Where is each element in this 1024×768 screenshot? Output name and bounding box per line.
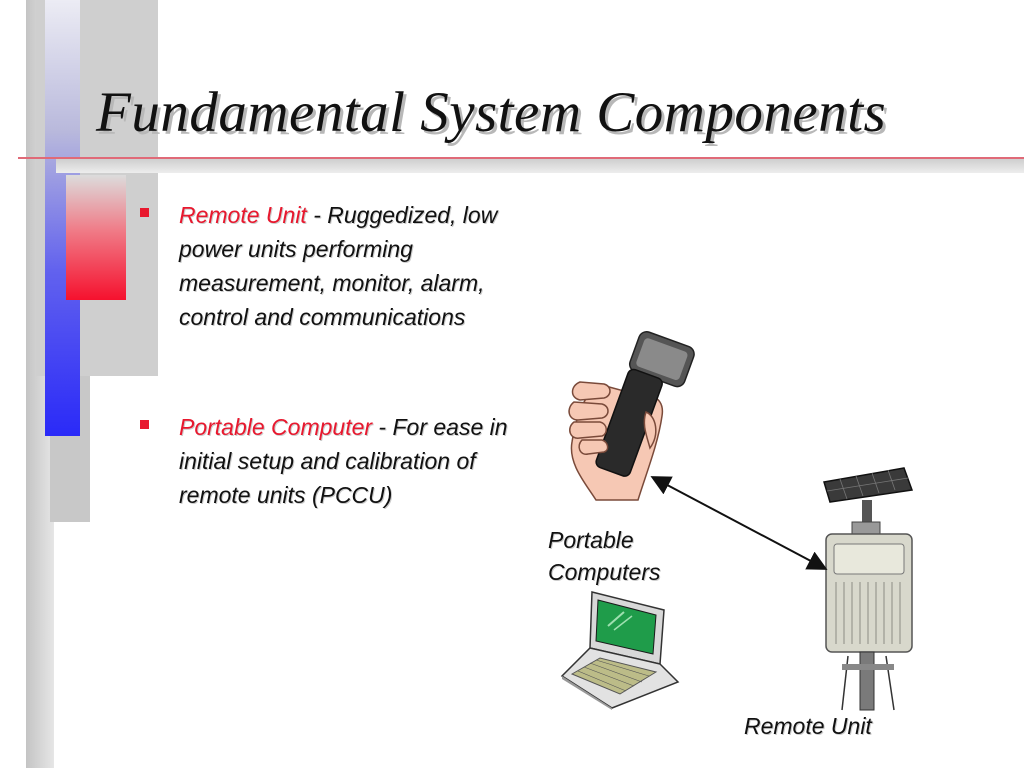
bullet-text: Portable Computer - For ease in initial … (179, 410, 529, 512)
title-divider-shadow (56, 159, 1024, 173)
bullet-text: Remote Unit - Ruggedized, low power unit… (179, 198, 529, 334)
square-bullet-icon (140, 420, 149, 429)
handheld-computer-icon (568, 331, 695, 501)
decor-bar-red (66, 175, 126, 300)
laptop-computer-icon (560, 591, 680, 710)
bullet-portable-computer: Portable Computer - For ease in initial … (140, 410, 530, 550)
remote-unit-caption: Remote Unit (744, 713, 872, 739)
bullet-description: - For ease in initial setup and calibrat… (179, 414, 508, 508)
bullet-description: - Ruggedized, low power units performing… (179, 202, 498, 330)
title-divider (18, 157, 1024, 159)
bullet-term: Portable Computer (179, 414, 373, 440)
bullet-remote-unit: Remote Unit - Ruggedized, low power unit… (140, 198, 530, 370)
slide-title: Fundamental System Components (96, 81, 887, 144)
caption-line: Portable (548, 527, 634, 553)
bullet-term: Remote Unit (179, 202, 307, 228)
caption-line: Computers (548, 559, 661, 585)
remote-unit-icon (823, 467, 914, 711)
square-bullet-icon (140, 208, 149, 217)
double-arrow-icon (650, 476, 828, 570)
portable-computers-caption: Portable Computers (548, 524, 660, 588)
